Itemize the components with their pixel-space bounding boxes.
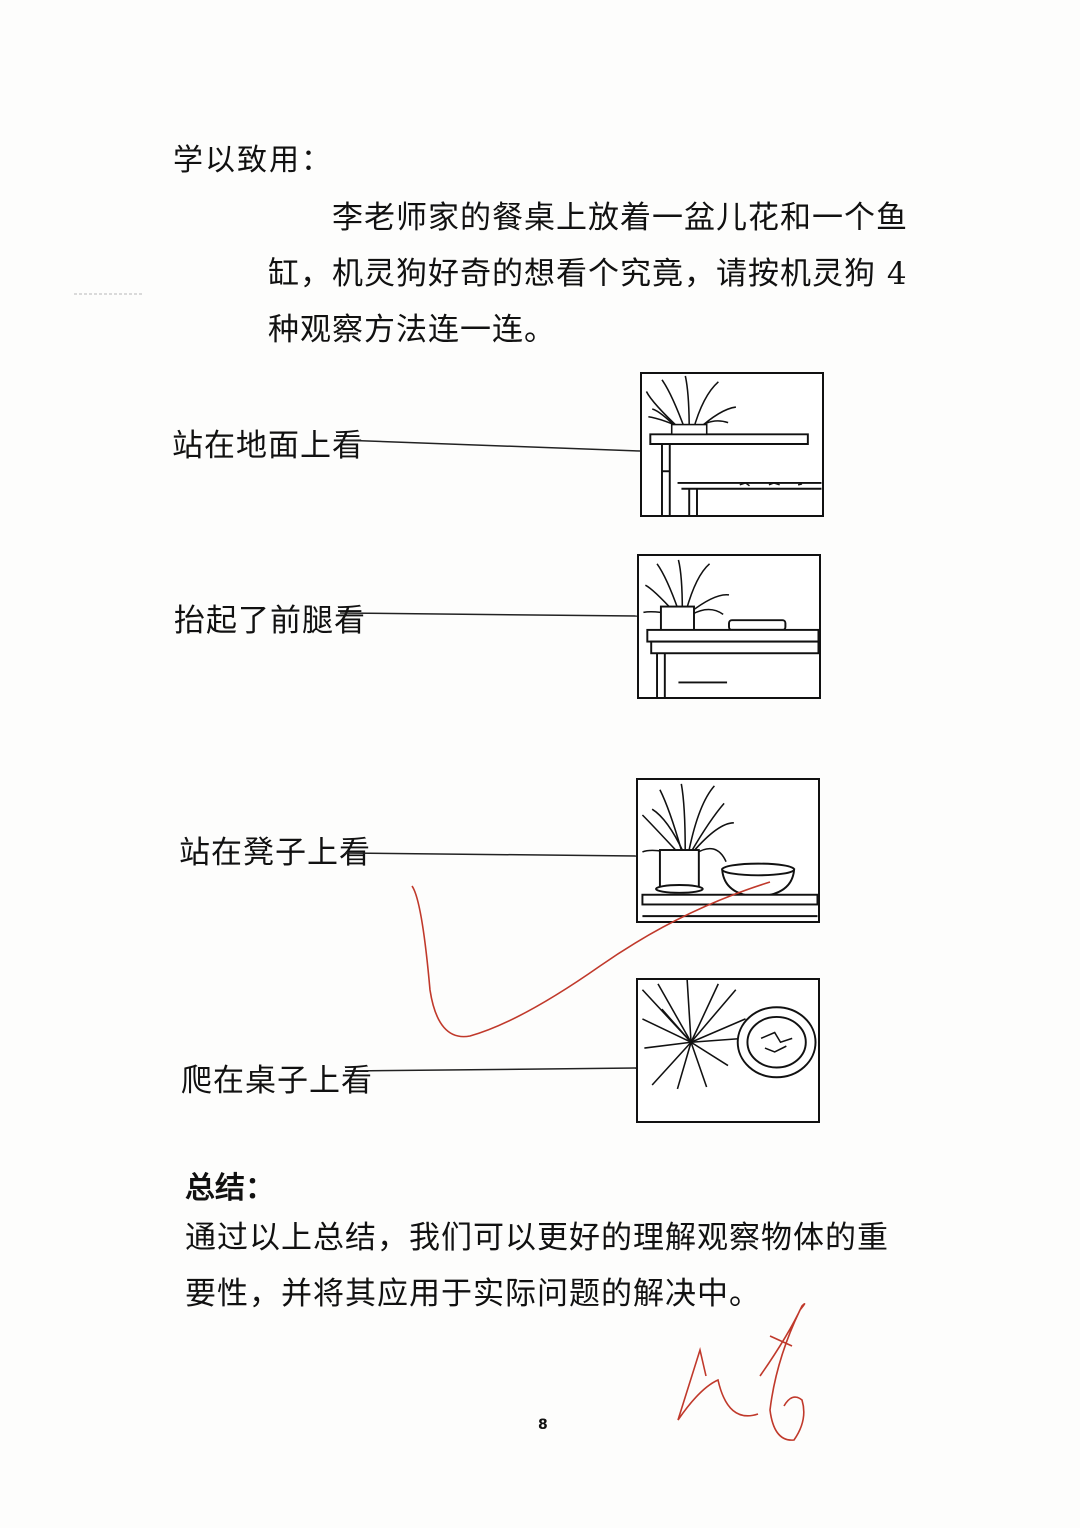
red-pen-signature bbox=[677, 1302, 806, 1441]
picture-plant-and-fishbowl-top-view[interactable] bbox=[636, 978, 820, 1123]
problem-statement: 李老师家的餐桌上放着一盆儿花和一个鱼 缸，机灵狗好奇的想看个究竟，请按机灵狗 4… bbox=[268, 190, 928, 358]
connector-line-4 bbox=[345, 1067, 637, 1072]
scan-artifact bbox=[74, 282, 144, 295]
row-label-front-legs: 抬起了前腿看 bbox=[174, 603, 366, 639]
problem-line-3: 种观察方法连一连。 bbox=[268, 312, 556, 348]
connector-line-2 bbox=[339, 612, 638, 617]
problem-line-2: 缸，机灵狗好奇的想看个究竟，请按机灵狗 4 bbox=[268, 256, 908, 292]
page-number: 8 bbox=[538, 1417, 548, 1433]
picture-table-low-view[interactable] bbox=[640, 372, 824, 517]
connector-line-3 bbox=[344, 852, 637, 857]
row-label-on-table: 爬在桌子上看 bbox=[181, 1063, 373, 1099]
row-label-ground: 站在地面上看 bbox=[172, 428, 364, 464]
picture-table-eye-level-view[interactable] bbox=[637, 554, 821, 699]
picture-table-plant-and-bowl-view[interactable] bbox=[636, 778, 820, 923]
problem-line-1: 李老师家的餐桌上放着一盆儿花和一个鱼 bbox=[332, 200, 908, 236]
summary-text: 通过以上总结，我们可以更好的理解观察物体的重要性，并将其应用于实际问题的解决中。 bbox=[185, 1220, 889, 1312]
row-label-stool: 站在凳子上看 bbox=[179, 835, 371, 871]
red-pen-stroke bbox=[769, 1335, 793, 1347]
summary-title: 总结： bbox=[185, 1171, 275, 1206]
connector-line-1 bbox=[339, 439, 641, 452]
section-heading: 学以致用： bbox=[173, 143, 333, 178]
